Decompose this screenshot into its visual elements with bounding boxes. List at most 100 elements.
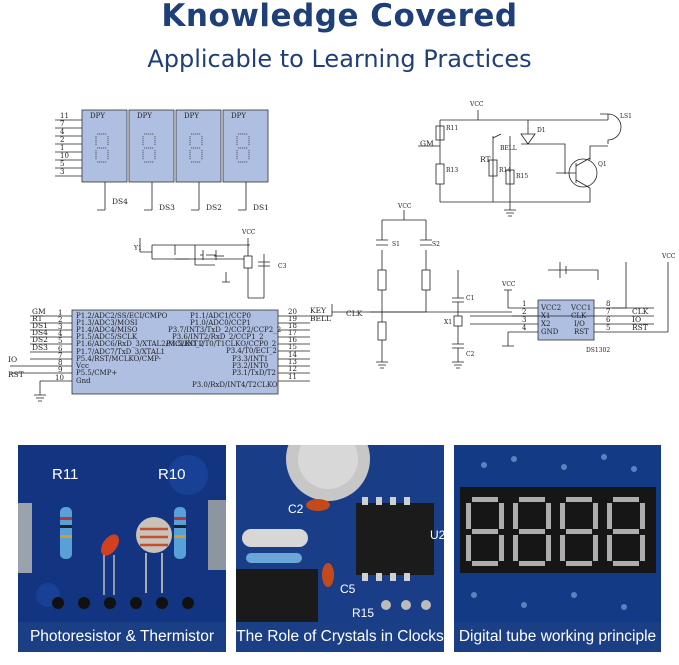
svg-text:CLK: CLK bbox=[346, 309, 363, 318]
caption-digital-tube: Digital tube working principle bbox=[454, 622, 661, 652]
seven-segment-digits bbox=[466, 497, 645, 566]
svg-text:5: 5 bbox=[60, 160, 64, 168]
svg-text:IO: IO bbox=[632, 315, 641, 324]
svg-text:DS1: DS1 bbox=[253, 203, 269, 212]
svg-text:P1.4/ADC4/MISO: P1.4/ADC4/MISO bbox=[76, 326, 138, 334]
svg-text:P3.7/INT3/TxD_2/CCP2/CCP2_2: P3.7/INT3/TxD_2/CCP2/CCP2_2 bbox=[168, 326, 281, 334]
svg-text:DS1: DS1 bbox=[32, 321, 48, 330]
svg-text:20: 20 bbox=[288, 308, 297, 316]
svg-text:DPY: DPY bbox=[231, 112, 246, 120]
svg-text:RST: RST bbox=[8, 370, 24, 379]
page-subtitle: Applicable to Learning Practices bbox=[147, 45, 532, 73]
label-r10: R10 bbox=[158, 466, 186, 483]
svg-text:VCC1: VCC1 bbox=[570, 304, 591, 312]
svg-text:P5.5/CMP+: P5.5/CMP+ bbox=[76, 369, 117, 377]
svg-text:16: 16 bbox=[288, 336, 297, 344]
svg-text:3: 3 bbox=[60, 168, 64, 176]
svg-text:P1.3/ADC3/MOSI: P1.3/ADC3/MOSI bbox=[76, 319, 138, 327]
svg-text:Q1: Q1 bbox=[598, 161, 607, 168]
svg-text:X2: X2 bbox=[541, 320, 550, 328]
svg-text:X1: X1 bbox=[541, 312, 550, 320]
display-module-ds4 bbox=[81, 109, 128, 183]
svg-text:P3.5/INT1/T0/T1CLKO/CCP0_2: P3.5/INT1/T0/T1CLKO/CCP0_2 bbox=[166, 340, 276, 348]
svg-text:7: 7 bbox=[606, 308, 610, 316]
label-u2: U2 bbox=[430, 528, 444, 542]
svg-text:P1.6/ADC6/RxD_3/XTAL2/MCLKO_2: P1.6/ADC6/RxD_3/XTAL2/MCLKO_2 bbox=[76, 340, 204, 348]
svg-text:P1.2/ADC2/SS/ECI/CMPO: P1.2/ADC2/SS/ECI/CMPO bbox=[76, 312, 168, 320]
svg-text:P3.3/INT1: P3.3/INT1 bbox=[232, 355, 268, 363]
page-title: Knowledge Covered bbox=[161, 0, 518, 34]
svg-text:14: 14 bbox=[288, 351, 297, 359]
svg-text:2: 2 bbox=[522, 308, 526, 316]
svg-text:LS1: LS1 bbox=[620, 113, 632, 120]
label-c5: C5 bbox=[340, 582, 356, 596]
svg-text:7: 7 bbox=[60, 120, 64, 128]
svg-text:15: 15 bbox=[288, 343, 297, 351]
svg-text:7: 7 bbox=[58, 352, 62, 360]
svg-text:1: 1 bbox=[60, 144, 64, 152]
svg-text:2: 2 bbox=[60, 136, 64, 144]
svg-text:DS2: DS2 bbox=[32, 335, 48, 344]
svg-text:10: 10 bbox=[60, 152, 69, 160]
caption-photoresistor-thermistor: Photoresistor & Thermistor bbox=[18, 622, 226, 652]
svg-text:11: 11 bbox=[288, 373, 297, 381]
svg-text:KEY: KEY bbox=[310, 306, 327, 315]
svg-text:R13: R13 bbox=[446, 167, 458, 174]
label-r11: R11 bbox=[52, 466, 78, 483]
svg-text:P1.7/ADC7/TxD_3/XTAL1: P1.7/ADC7/TxD_3/XTAL1 bbox=[76, 348, 165, 356]
photo-photoresistor-thermistor: R11 R10 bbox=[18, 445, 226, 622]
svg-text:P1.0/ADC0/CCP1: P1.0/ADC0/CCP1 bbox=[190, 319, 251, 327]
svg-text:18: 18 bbox=[288, 322, 297, 330]
svg-text:C3: C3 bbox=[278, 263, 287, 270]
svg-text:2: 2 bbox=[58, 316, 62, 324]
svg-text:DS1302: DS1302 bbox=[586, 347, 610, 354]
svg-text:I/O: I/O bbox=[574, 320, 585, 328]
svg-text:3: 3 bbox=[58, 323, 62, 331]
svg-text:R15: R15 bbox=[516, 173, 528, 180]
svg-text:17: 17 bbox=[288, 329, 297, 337]
svg-text:10: 10 bbox=[55, 374, 64, 382]
svg-text:X1: X1 bbox=[444, 319, 452, 326]
caption-crystals-clocks: The Role of Crystals in Clocks bbox=[236, 622, 444, 652]
svg-text:GM: GM bbox=[32, 307, 46, 316]
svg-text:P1.5/ADC5/SCLK: P1.5/ADC5/SCLK bbox=[76, 333, 138, 341]
svg-text:4: 4 bbox=[60, 128, 65, 136]
keypad-circuit bbox=[370, 210, 432, 369]
svg-text:VCC: VCC bbox=[661, 253, 676, 260]
svg-text:CLK: CLK bbox=[632, 307, 649, 316]
svg-text:3: 3 bbox=[522, 316, 526, 324]
svg-text:RT: RT bbox=[32, 314, 43, 323]
rtc-circuit bbox=[452, 262, 669, 369]
svg-text:RST: RST bbox=[632, 323, 648, 332]
svg-text:8: 8 bbox=[606, 300, 610, 308]
svg-text:6: 6 bbox=[606, 316, 611, 324]
svg-text:P3.6/INT2/RxD_2/CCP1_2: P3.6/INT2/RxD_2/CCP1_2 bbox=[172, 333, 264, 341]
svg-text:BELL: BELL bbox=[500, 145, 517, 152]
svg-text:S2: S2 bbox=[432, 241, 440, 248]
circuit-schematic: DPY DPY DPY DPY DS4 DS3 DS2 DS1 11 7 4 2… bbox=[8, 101, 676, 402]
svg-text:GM: GM bbox=[420, 139, 434, 148]
svg-text:12: 12 bbox=[288, 365, 297, 373]
svg-text:VCC2: VCC2 bbox=[540, 304, 561, 312]
svg-text:P1.1/ADC1/CCP0: P1.1/ADC1/CCP0 bbox=[190, 312, 251, 320]
svg-text:P3.1/TxD/T2: P3.1/TxD/T2 bbox=[232, 369, 276, 377]
svg-text:VCC: VCC bbox=[241, 229, 256, 236]
svg-text:C1: C1 bbox=[466, 295, 474, 302]
svg-text:RT: RT bbox=[480, 155, 491, 164]
svg-text:DPY: DPY bbox=[137, 112, 152, 120]
svg-text:5: 5 bbox=[58, 337, 62, 345]
display-module-ds2 bbox=[175, 109, 222, 183]
svg-text:8: 8 bbox=[58, 359, 62, 367]
svg-text:1: 1 bbox=[58, 309, 62, 317]
svg-text:Gnd: Gnd bbox=[76, 377, 91, 385]
svg-text:DS3: DS3 bbox=[32, 343, 48, 352]
display-module-ds1 bbox=[222, 109, 269, 183]
svg-text:Y1: Y1 bbox=[133, 245, 142, 252]
svg-text:DPY: DPY bbox=[184, 112, 199, 120]
svg-text:IO: IO bbox=[8, 355, 17, 364]
photo-digital-tube bbox=[454, 445, 661, 622]
svg-text:1: 1 bbox=[522, 300, 526, 308]
svg-text:R14: R14 bbox=[499, 167, 511, 174]
svg-text:D1: D1 bbox=[537, 127, 546, 134]
mcu-chip bbox=[10, 304, 594, 402]
